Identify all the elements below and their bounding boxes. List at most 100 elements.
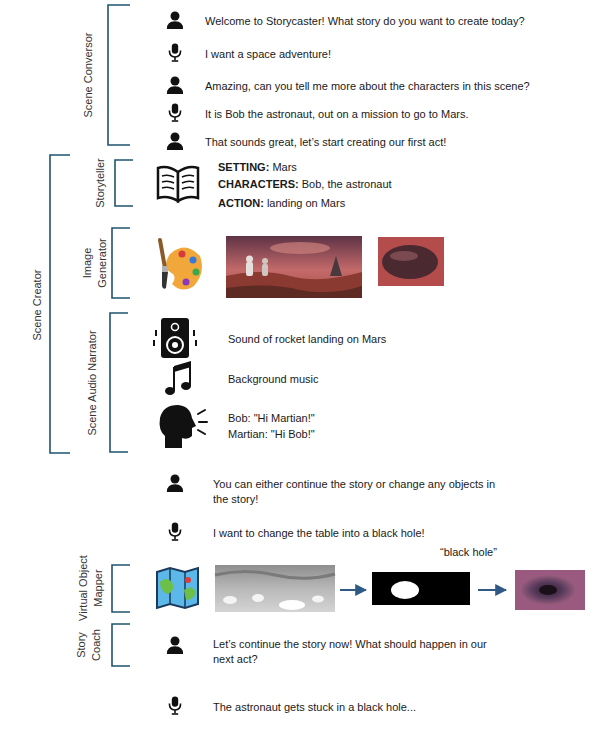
bracket-outline: [78, 225, 578, 301]
bracket-outline: [70, 545, 595, 617]
group-bracket: [108, 5, 130, 145]
crop-background: [378, 237, 444, 286]
woofer-center: [172, 342, 178, 348]
audio-cue: Bob: "Hi Martian!": [228, 411, 315, 426]
mic-icon: [169, 43, 180, 61]
chat-message: Welcome to Storycaster! What story do yo…: [205, 14, 525, 29]
paint-dot: [190, 257, 197, 264]
audio-narrator-group: Scene Audio Narrator Sound of rocket land…: [78, 310, 578, 455]
brush-ferrule: [162, 266, 168, 272]
astronaut: [262, 264, 268, 276]
chat-message: Let’s continue the story now! What shoul…: [213, 637, 491, 667]
speaking-head-icon: [160, 405, 207, 448]
astronaut-helmet: [246, 256, 253, 263]
book-icon: [158, 167, 198, 201]
chat-message: That sounds great, let’s start creating …: [205, 135, 446, 150]
chat-message: You can either continue the story or cha…: [213, 477, 498, 507]
sky: [226, 236, 362, 298]
prompt-label: “black hole”: [440, 545, 497, 560]
group-label: Storyteller: [93, 123, 108, 243]
story-element: SETTING: Mars: [218, 160, 297, 175]
mask-image: [372, 572, 470, 605]
brush-tip: [162, 272, 168, 289]
depth-background: [215, 565, 335, 612]
story-coach-group: Story Coach Let’s continue the story now!…: [70, 620, 595, 670]
black-hole: [520, 575, 576, 605]
speech-marks: [198, 410, 207, 434]
user-icon: [167, 474, 183, 492]
group-label: Image Generator: [80, 232, 110, 294]
map-land: [160, 579, 173, 594]
speaker-icon: [154, 318, 196, 358]
chat-message: I want to change the table into a black …: [213, 526, 425, 541]
mask-region: [391, 581, 419, 599]
black-hole-core: [539, 585, 557, 595]
depth-blob: [312, 596, 324, 603]
creator-group: Scene Creator StorytellerSETTING: MarsCHA…: [20, 152, 595, 457]
depth-contour: [215, 572, 335, 579]
storyteller-group: StorytellerSETTING: MarsCHARACTERS: Bob,…: [78, 158, 578, 208]
mask-background: [372, 572, 470, 605]
user-icon: [167, 636, 183, 654]
group-label: Scene Conversor: [81, 0, 96, 150]
conversor-group: Scene Conversor Welcome to Storycaster! W…: [75, 2, 595, 150]
music-icon: [165, 361, 191, 395]
bracket-outline: [78, 310, 578, 455]
black-hole-image: [515, 570, 585, 610]
sound-marks: [154, 330, 196, 346]
flow-arrow: [340, 589, 366, 591]
depth-blob: [223, 596, 237, 604]
book-page: [178, 167, 198, 201]
image-generator-group: Image Generator: [78, 225, 578, 301]
user-icon: [167, 11, 183, 29]
speaker-box: [161, 318, 189, 358]
map-sheet: [157, 568, 198, 608]
table-highlight: [390, 251, 418, 261]
audio-cue: Martian: "Hi Bob!": [228, 427, 315, 442]
flow-arrow: [478, 589, 506, 591]
depth-map-image: [215, 565, 335, 612]
chat-message: I want a space adventure!: [205, 47, 331, 62]
mars-scene-image: [226, 236, 362, 298]
ground-shadow: [226, 285, 362, 298]
book-page: [158, 167, 178, 201]
map-land: [184, 587, 196, 600]
group-label: Virtual Object Mapper: [76, 549, 106, 627]
user-icon: [167, 132, 183, 150]
story-element: ACTION: landing on Mars: [218, 196, 345, 211]
chat-message: The astronaut gets stuck in a black hole…: [213, 700, 416, 715]
group-bracket: [112, 624, 130, 666]
group-label: Scene Audio Narrator: [85, 308, 100, 458]
map-icon: [157, 568, 198, 608]
tweeter: [172, 324, 179, 331]
astronaut-helmet: [262, 258, 268, 264]
depth-blob: [252, 594, 264, 602]
book-lines: [162, 175, 194, 189]
woofer: [167, 337, 183, 353]
group-label: Story Coach: [74, 625, 104, 665]
brush-handle: [160, 240, 165, 268]
depth-blob: [279, 600, 305, 610]
table-crop-image: [378, 237, 444, 286]
mic-icon: [169, 696, 180, 714]
user-icon: [167, 76, 183, 94]
palette-board: [166, 247, 202, 289]
audio-cue: Background music: [228, 372, 319, 387]
rocket: [330, 256, 342, 276]
group-bracket: [115, 160, 133, 206]
paint-dot: [193, 269, 200, 276]
note-beam: [174, 361, 191, 372]
group-label: Scene Creator: [30, 230, 45, 380]
cloud: [270, 242, 330, 254]
chat-message: It is Bob the astronaut, out on a missio…: [205, 107, 469, 122]
audio-cue: Sound of rocket landing on Mars: [228, 332, 386, 347]
astronaut: [246, 262, 253, 276]
group-bracket: [110, 313, 128, 452]
group-bracket: [112, 228, 130, 298]
map-pin: [185, 577, 191, 583]
group-bracket: [50, 155, 70, 453]
mic-icon: [169, 103, 180, 121]
mic-icon: [169, 522, 180, 540]
paint-dot: [179, 251, 186, 258]
